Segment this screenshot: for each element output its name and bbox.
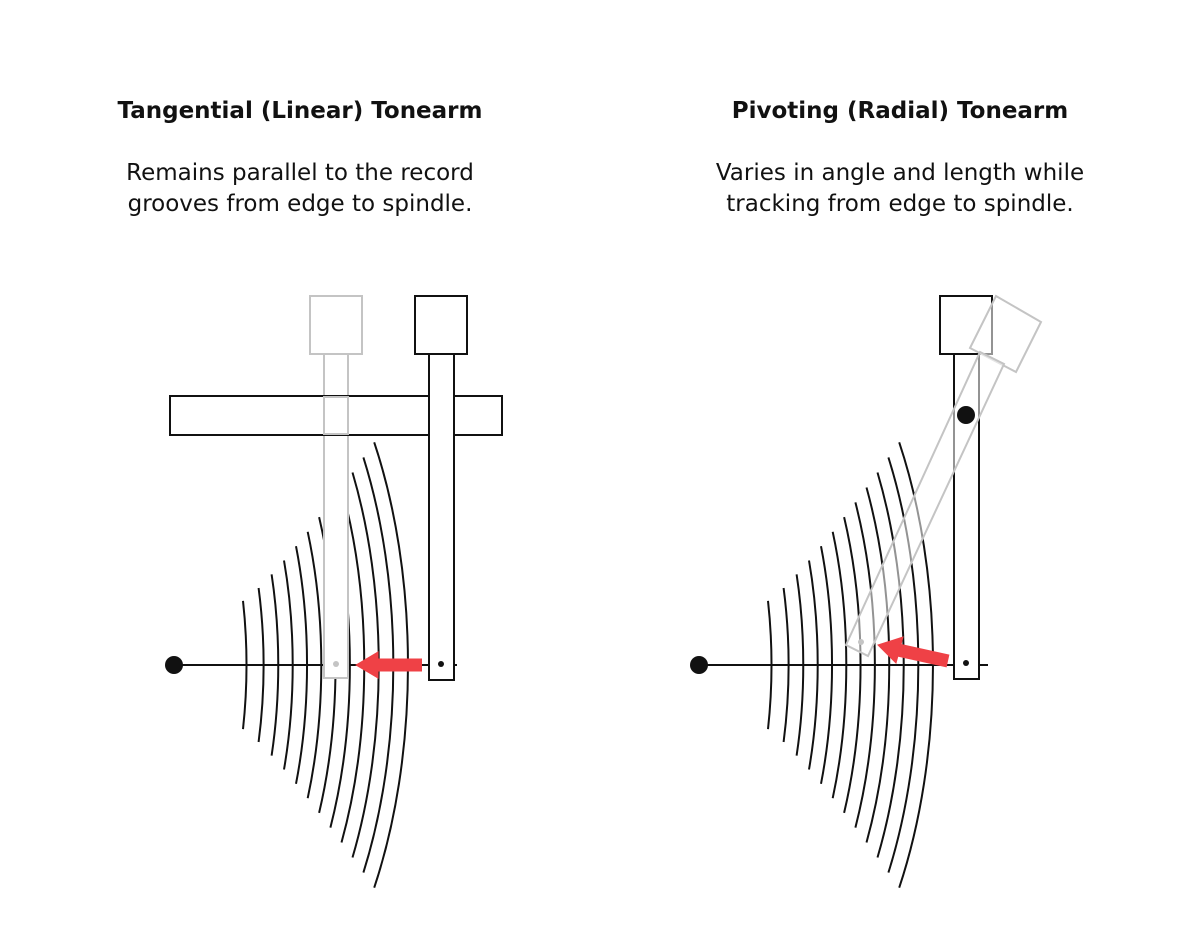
stylus [438, 661, 444, 667]
pivoting-description-line-2: tracking from edge to spindle. [726, 191, 1074, 217]
pivoting-description: Varies in angle and length while trackin… [600, 158, 1200, 220]
tangential-description-line-1: Remains parallel to the record [126, 160, 474, 186]
arrow-head [355, 651, 379, 679]
ghost-arm-shaft [844, 350, 1006, 658]
arrow-head [877, 636, 904, 664]
tangential-arm [414, 295, 468, 681]
pivoting-ghost-arm [844, 294, 1043, 658]
tangential-spindle [165, 656, 183, 674]
pivoting-title: Pivoting (Radial) Tonearm [731, 98, 1069, 124]
pivot-point [957, 406, 975, 424]
tangential-title: Tangential (Linear) Tonearm [117, 98, 483, 124]
arm-shaft [428, 353, 455, 681]
arm-head [414, 295, 468, 355]
pivoting-motion-arrow [877, 636, 950, 668]
stylus [963, 660, 969, 666]
tangential-description: Remains parallel to the record grooves f… [0, 158, 600, 220]
arrow-shaft [896, 643, 950, 668]
ghost-stylus [858, 639, 864, 645]
ghost-arm-shaft-over-rail [323, 396, 349, 435]
ghost-stylus [333, 661, 339, 667]
ghost-arm-head [309, 295, 363, 355]
pivoting-description-line-1: Varies in angle and length while [715, 160, 1085, 186]
pivoting-spindle [690, 656, 708, 674]
tangential-description-line-2: grooves from edge to spindle. [127, 191, 473, 217]
ghost-arm-head [968, 294, 1043, 374]
tangential-motion-arrow [355, 651, 422, 679]
tangential-panel: Tangential (Linear) Tonearm Remains para… [0, 98, 600, 220]
tangential-ghost-arm [309, 295, 363, 679]
pivoting-panel: Pivoting (Radial) Tonearm Varies in angl… [600, 0, 1200, 937]
